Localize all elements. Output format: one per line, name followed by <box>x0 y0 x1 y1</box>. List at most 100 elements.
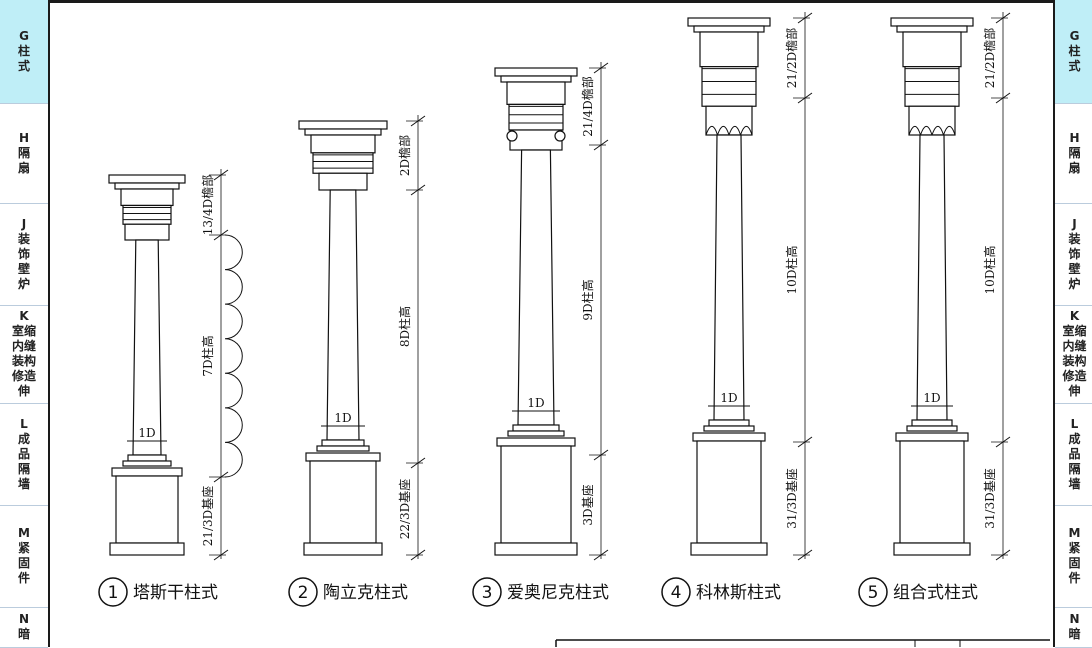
caption-title: 爱奥尼克柱式 <box>507 583 609 603</box>
architrave <box>312 152 374 174</box>
index-tab-letter: G <box>1069 29 1080 43</box>
index-tab-label: 紧 固 件 <box>1068 541 1081 585</box>
pedestal-base <box>494 542 578 556</box>
column-order-3: 1D 21/4D檐部 9D柱高 3D基座 3 爱奥尼克柱式 <box>472 62 609 607</box>
diameter-label: 1D <box>334 411 351 425</box>
caption-number-circle <box>858 577 888 607</box>
caption-number-circle <box>472 577 502 607</box>
shaft-dim-label: 9D柱高 <box>580 279 595 320</box>
architrave <box>508 103 564 131</box>
plinth <box>122 460 172 467</box>
pedestal-dim-label: 3D基座 <box>580 484 595 525</box>
index-tab-letter: J <box>21 216 27 231</box>
index-tab-label: 成 品 隔 墙 <box>1068 431 1081 491</box>
pedestal-dim-label: 31/3D基座 <box>784 468 799 529</box>
plinth <box>906 425 958 432</box>
volute <box>554 130 566 142</box>
dimension-chain: 21/2D檐部 10D柱高 31/3D基座 <box>982 12 1011 561</box>
index-tab-letter: N <box>18 612 30 626</box>
capital <box>124 223 170 241</box>
frieze <box>506 81 566 105</box>
pedestal-cap <box>692 432 766 442</box>
index-tab-label: 室缩 内缝 装构 修造 伸 <box>1062 324 1087 398</box>
index-tab-label: 装 饰 壁 炉 <box>1068 231 1081 291</box>
index-tab-label: 装 饰 壁 炉 <box>17 231 30 291</box>
shaft-dim-label: 8D柱高 <box>397 306 412 347</box>
caption-number-circle <box>288 577 318 607</box>
entablature-dim-label: 21/2D檐部 <box>982 28 997 89</box>
frieze <box>699 31 759 68</box>
shaft <box>132 239 162 456</box>
caption-title: 科林斯柱式 <box>696 583 781 603</box>
index-tab-label: 室缩 内缝 装构 修造 伸 <box>11 324 36 398</box>
cornice-bed <box>114 182 180 190</box>
pedestal-die <box>500 445 572 544</box>
drawing-frame-top <box>48 0 1053 3</box>
pedestal-dim-label: 31/3D基座 <box>982 468 997 529</box>
shaft <box>713 134 745 421</box>
index-tab-label: 暗 <box>1068 627 1081 641</box>
pedestal-die <box>899 440 965 544</box>
cornice <box>687 17 771 27</box>
pedestal-dim-label: 22/3D基座 <box>397 479 412 540</box>
shaft <box>916 134 948 421</box>
module-arcs <box>224 234 243 478</box>
caption-number: 3 <box>482 583 493 603</box>
caption-number: 5 <box>868 583 879 603</box>
pedestal-cap <box>305 452 381 462</box>
caption-number-circle <box>98 577 128 607</box>
pedestal-base <box>893 542 971 556</box>
torus <box>512 424 560 432</box>
index-tab-letter: M <box>1068 526 1081 540</box>
index-tab-label: 暗 <box>17 627 30 641</box>
diameter-label: 1D <box>138 426 155 440</box>
pedestal-die <box>696 440 762 544</box>
title-block <box>555 639 1050 647</box>
plinth <box>703 425 755 432</box>
cornice <box>890 17 974 27</box>
pedestal-base <box>109 542 185 556</box>
architrave <box>122 204 172 225</box>
plinth <box>507 430 565 437</box>
index-tab-label: 成 品 隔 墙 <box>17 431 30 491</box>
index-tab-letter: L <box>20 416 28 431</box>
index-tab-letter: L <box>1070 416 1079 431</box>
index-tab-letter: J <box>1072 216 1077 231</box>
architrave <box>701 66 757 107</box>
torus <box>321 439 365 447</box>
frieze <box>902 31 962 68</box>
pedestal-base <box>690 542 768 556</box>
diameter-label: 1D <box>720 391 737 405</box>
caption-number: 2 <box>298 583 309 603</box>
entablature-dim-label: 13/4D檐部 <box>200 175 215 236</box>
frieze <box>310 134 376 154</box>
caption-title: 陶立克柱式 <box>323 583 408 603</box>
cornice <box>494 67 578 77</box>
shaft-dim-label: 10D柱高 <box>982 246 997 295</box>
shaft-dim-label: 7D柱高 <box>200 335 215 376</box>
diameter-label: 1D <box>527 396 544 410</box>
index-tab-label: 柱 式 <box>1068 44 1081 73</box>
cornice-bed <box>693 25 765 33</box>
pedestal-base <box>303 542 383 556</box>
entablature-dim-label: 21/4D檐部 <box>580 76 595 137</box>
capital <box>705 105 753 136</box>
